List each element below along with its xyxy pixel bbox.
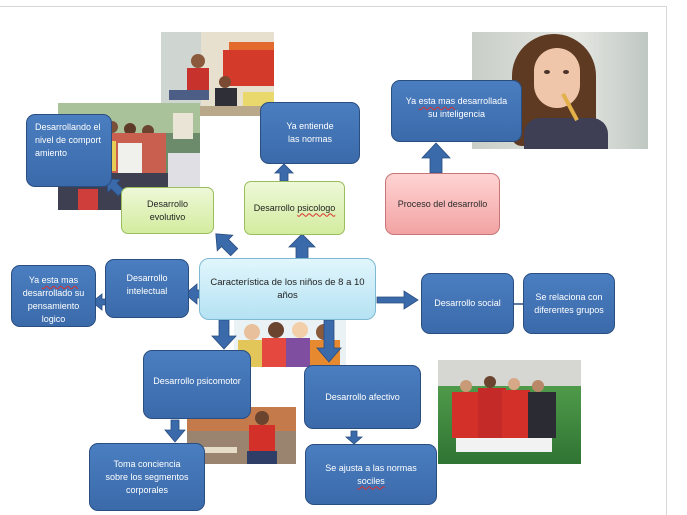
- center-node: Característica de los niños de 8 a 10 añ…: [199, 258, 376, 320]
- page-right-border: [666, 6, 667, 515]
- soccer-team-photo: [438, 360, 581, 464]
- arrow-to-evolutivo: [215, 233, 239, 257]
- arrow-to-psicomotor: [211, 319, 237, 350]
- arrow-to-afectivo: [316, 319, 342, 363]
- page-top-border: [0, 6, 667, 7]
- node-desarrollo-psicologo: Desarrollo psicologo: [244, 181, 345, 235]
- node-desarrollo-evolutivo: Desarrollo evolutivo: [121, 187, 214, 234]
- node-inteligencia: Ya esta mas desarrollada su inteligencia: [391, 80, 522, 142]
- node-relaciona-grupos: Se relaciona con diferentes grupos: [523, 273, 615, 334]
- children-classroom-photo: [161, 32, 274, 116]
- node-pensamiento-logico: Ya esta mas desarrollado su pensamiento …: [11, 265, 96, 327]
- node-proceso-desarrollo: Proceso del desarrollo: [385, 173, 500, 235]
- node-desarrollo-afectivo: Desarrollo afectivo: [304, 365, 421, 429]
- node-desarrollando-comportamiento: Desarrollando el nivel de comportamiento: [26, 114, 112, 187]
- node-desarrollo-social: Desarrollo social: [421, 273, 514, 334]
- node-ajusta-normas: Se ajusta a las normas sociles: [305, 444, 437, 505]
- node-ya-entiende: Ya entiende las normas: [260, 102, 360, 164]
- arrow-to-toma-conciencia: [164, 419, 186, 443]
- arrow-to-social: [376, 290, 419, 310]
- node-desarrollo-psicomotor: Desarrollo psicomotor: [143, 350, 251, 419]
- arrow-to-ajusta: [344, 430, 364, 445]
- node-desarrollo-intelectual: Desarrollo intelectual: [105, 259, 189, 318]
- node-toma-conciencia: Toma conciencia sobre los segmentos corp…: [89, 443, 205, 511]
- arrow-to-normas: [274, 163, 294, 182]
- child-playing-photo: [187, 407, 296, 464]
- arrow-to-inteligencia: [421, 142, 451, 174]
